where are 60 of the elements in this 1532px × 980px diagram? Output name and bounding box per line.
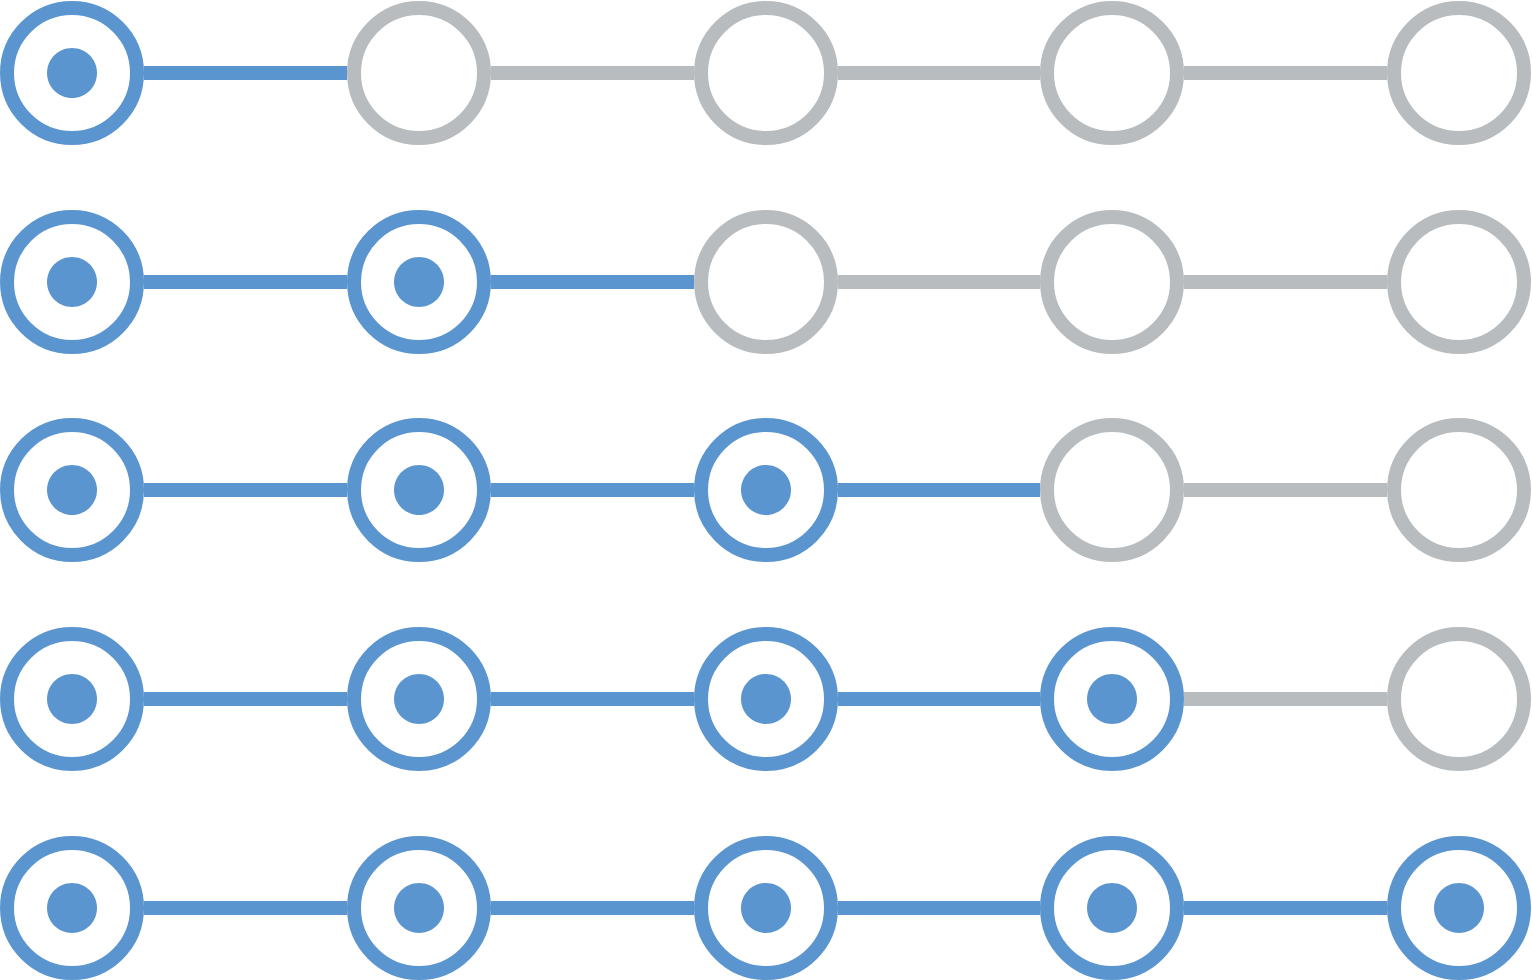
step-circle [1040, 418, 1184, 562]
step-circle [347, 836, 491, 980]
step-circle [694, 836, 838, 980]
step-circle [1387, 836, 1531, 980]
step-circle [1040, 210, 1184, 354]
step-dot [741, 465, 791, 515]
connector-line [144, 483, 347, 497]
step-dot [394, 674, 444, 724]
step-circle [0, 418, 144, 562]
step-dot [47, 465, 97, 515]
step-circle [1040, 627, 1184, 771]
connector-line [1184, 692, 1387, 706]
connector-line [1184, 66, 1387, 80]
connector-line [838, 66, 1040, 80]
step-circle [1387, 418, 1531, 562]
connector-line [838, 901, 1040, 915]
connector-line [1184, 483, 1387, 497]
connector-line [491, 483, 694, 497]
connector-line [1184, 275, 1387, 289]
step-circle [0, 627, 144, 771]
step-circle [694, 210, 838, 354]
connector-line [144, 275, 347, 289]
connector-line [144, 66, 347, 80]
step-circle [347, 210, 491, 354]
step-circle [0, 210, 144, 354]
step-circle [1387, 1, 1531, 145]
step-circle [347, 418, 491, 562]
connector-line [491, 901, 694, 915]
connector-line [1184, 901, 1387, 915]
connector-line [838, 483, 1040, 497]
step-dot [47, 674, 97, 724]
step-dot [394, 465, 444, 515]
step-circle [1387, 210, 1531, 354]
step-dot [741, 883, 791, 933]
step-dot [47, 48, 97, 98]
connector-line [838, 275, 1040, 289]
step-dot [741, 674, 791, 724]
step-dot [394, 257, 444, 307]
step-circle [694, 627, 838, 771]
step-dot [1087, 883, 1137, 933]
step-circle [1040, 836, 1184, 980]
step-dot [394, 883, 444, 933]
step-dot [47, 257, 97, 307]
connector-line [144, 901, 347, 915]
step-circle [0, 1, 144, 145]
step-dot [1087, 674, 1137, 724]
step-circle [694, 1, 838, 145]
step-circle [0, 836, 144, 980]
step-circle [694, 418, 838, 562]
connector-line [838, 692, 1040, 706]
connector-line [144, 692, 347, 706]
step-circle [347, 1, 491, 145]
step-circle [347, 627, 491, 771]
step-dot [47, 883, 97, 933]
connector-line [491, 692, 694, 706]
step-circle [1387, 627, 1531, 771]
step-dot [1434, 883, 1484, 933]
connector-line [491, 66, 694, 80]
connector-line [491, 275, 694, 289]
step-circle [1040, 1, 1184, 145]
